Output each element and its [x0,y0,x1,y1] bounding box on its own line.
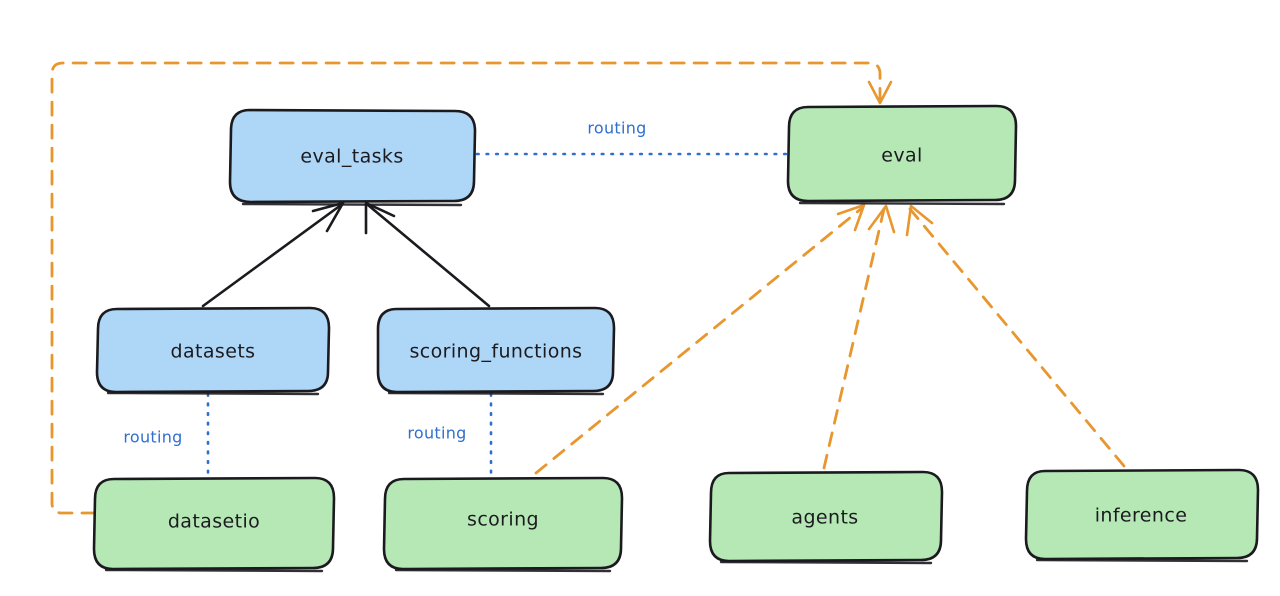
node-scoring[interactable]: scoring [382,476,624,573]
node-label-datasets: datasets [171,341,256,363]
node-underline-scoring [394,568,612,573]
node-scoring_functions[interactable]: scoring_functions [376,306,616,396]
edge-label-routing-scoring_functions: routing [407,424,466,443]
edge-datasets-to-datasetio[interactable]: routing [123,392,210,479]
arrowhead-datasets-eval_tasks [311,201,345,233]
node-label-eval: eval [881,145,922,167]
edge-scoring_functions-to-scoring[interactable]: routing [407,392,493,479]
edge-path-inference-eval [908,207,1126,468]
edge-path-datasetio-eval [50,61,882,515]
node-shape-datasetio [92,476,336,571]
node-underline-datasets [106,391,320,396]
routing-edges: routing routing routing [123,119,788,479]
node-datasetio[interactable]: datasetio [92,476,336,573]
node-inference[interactable]: inference [1024,468,1260,563]
arrowhead-agents-eval [867,204,896,234]
node-shape-scoring [382,476,624,571]
edge-label-routing-datasets: routing [123,428,182,447]
node-label-scoring: scoring [467,509,539,531]
node-underline-agents [719,560,933,565]
node-datasets[interactable]: datasets [95,306,331,396]
arrowhead-scoring-eval [836,203,866,232]
edge-eval_tasks-to-eval[interactable]: routing [475,119,788,156]
node-underline-scoring_functions [387,391,605,396]
node-shape-scoring_functions [376,306,616,394]
arrowhead-scoring_functions-eval_tasks [364,201,396,235]
node-shape-inference [1024,468,1260,561]
node-eval_tasks[interactable]: eval_tasks [228,108,477,207]
edge-path-scoring-eval [534,206,864,475]
edge-scoring_functions-to-eval_tasks[interactable] [364,201,491,308]
edge-agents-to-eval[interactable] [822,204,896,470]
edge-label-routing-eval_tasks: routing [587,119,646,138]
nodes: eval_tasks eval datasets scoring_functio… [92,104,1260,573]
node-label-agents: agents [791,507,858,529]
node-agents[interactable]: agents [708,470,944,565]
edge-path-scoring_functions-eval_tasks [366,203,491,308]
node-shape-agents [708,470,944,563]
arrowhead-inference-eval [905,204,934,237]
edge-path-datasets-eval_tasks [201,203,343,308]
node-underline-eval_tasks [241,202,463,207]
edge-path-agents-eval [822,207,886,470]
arrowhead-datasetio-eval [867,80,893,105]
node-label-inference: inference [1095,505,1188,527]
edge-datasetio-to-eval[interactable] [50,61,893,515]
dependency-edges [50,61,1126,515]
node-shape-eval [786,104,1018,203]
node-label-scoring_functions: scoring_functions [410,341,583,363]
node-underline-eval [798,201,1006,206]
edge-scoring-to-eval[interactable] [534,203,866,475]
composition-edges [201,201,491,308]
node-label-datasetio: datasetio [168,511,260,533]
node-eval[interactable]: eval [786,104,1018,206]
node-label-eval_tasks: eval_tasks [300,146,403,168]
node-underline-inference [1035,558,1249,563]
node-underline-datasetio [104,568,324,573]
edge-inference-to-eval[interactable] [905,204,1126,468]
edge-datasets-to-eval_tasks[interactable] [201,201,345,308]
node-shape-eval_tasks [228,108,477,204]
node-shape-datasets [95,306,331,394]
